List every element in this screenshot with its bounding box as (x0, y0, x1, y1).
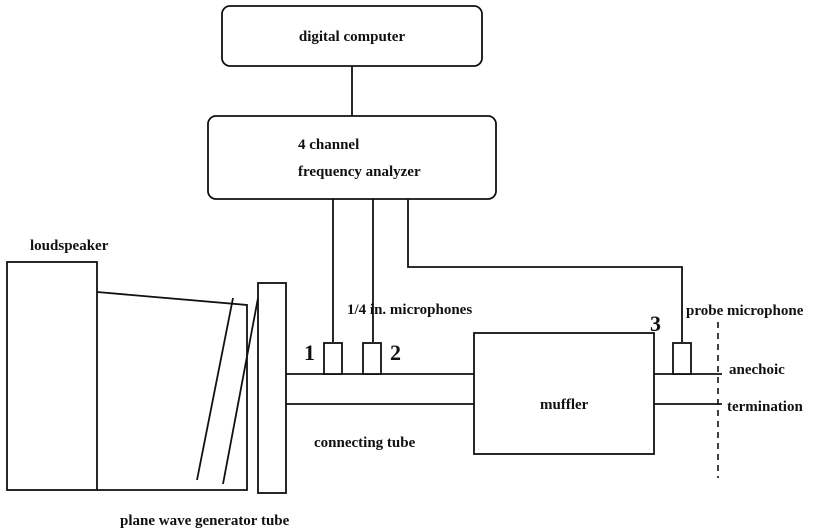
anechoic-termination: anechoic termination (717, 322, 803, 478)
termination-label: termination (727, 399, 803, 415)
anechoic-label: anechoic (729, 362, 785, 378)
muffler: muffler (473, 332, 655, 455)
probe-microphone-label: probe microphone (686, 303, 804, 319)
loudspeaker: loudspeaker (6, 238, 248, 491)
generator-tube-label: plane wave generator tube (120, 513, 290, 529)
microphone-2: 2 (362, 340, 401, 375)
analyzer-label-line1: 4 channel (298, 137, 359, 153)
connecting-tube: connecting tube (286, 373, 474, 451)
digital-computer-block: digital computer (221, 5, 483, 67)
connecting-tube-label: connecting tube (314, 435, 416, 451)
probe-mic-cable (407, 199, 683, 342)
plane-wave-generator-tube: plane wave generator tube (120, 282, 290, 529)
mic2-number: 2 (390, 340, 401, 365)
mic1-number: 1 (304, 340, 315, 365)
loudspeaker-label: loudspeaker (30, 238, 109, 254)
computer-label: digital computer (299, 29, 406, 45)
muffler-label: muffler (540, 397, 589, 413)
mic3-number: 3 (650, 311, 661, 336)
analyzer-label-line2: frequency analyzer (298, 164, 421, 180)
probe-microphone: 3 probe microphone (650, 303, 804, 375)
frequency-analyzer-block: 4 channel frequency analyzer (207, 115, 497, 200)
microphones-label: 1/4 in. microphones (347, 302, 472, 318)
microphone-1: 1 (304, 340, 343, 375)
